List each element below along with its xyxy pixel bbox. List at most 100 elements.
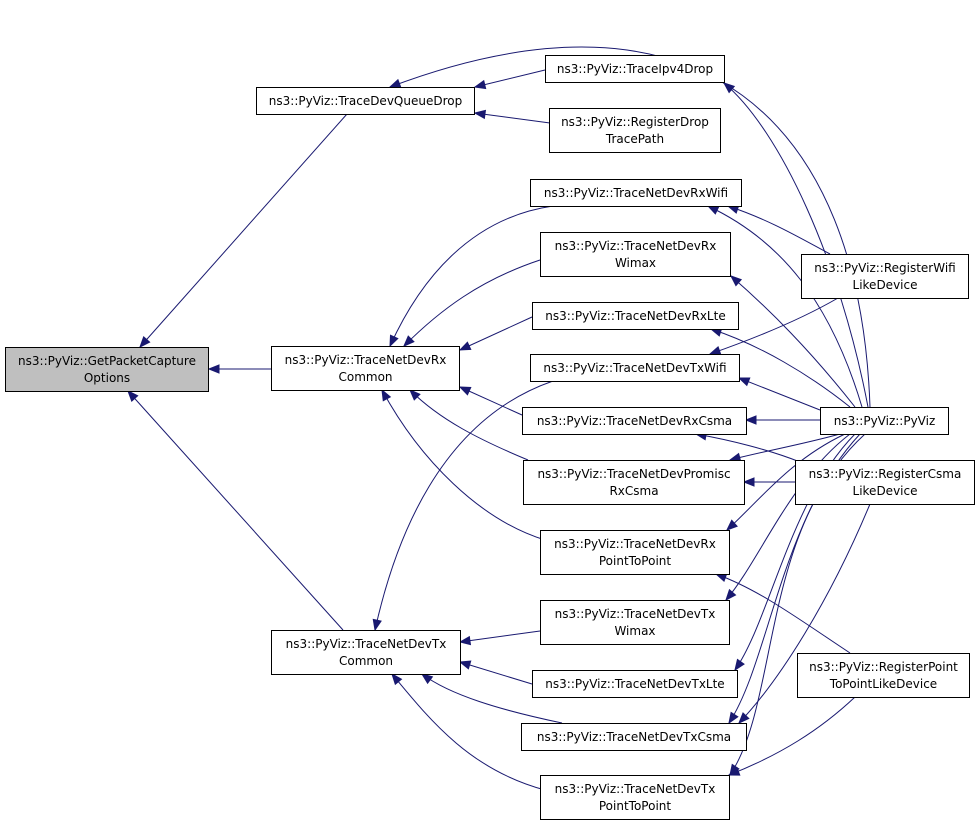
edge-trace_net_dev_tx_csma-to-trace_net_dev_tx_common (420, 673, 563, 724)
arrowhead (458, 635, 472, 646)
node-box (540, 530, 730, 575)
edge-pyviz-to-trace_net_dev_promisc_rx_csma (728, 433, 841, 462)
node-label-line: ToPointLikeDevice (829, 677, 937, 691)
arrowhead (473, 109, 487, 120)
arrowhead (207, 364, 220, 374)
edge-line (710, 328, 851, 408)
node-trace-net-dev-tx-csma[interactable]: ns3::PyViz::TraceNetDevTxCsma (521, 723, 747, 751)
node-trace-net-dev-tx-lte[interactable]: ns3::PyViz::TraceNetDevTxLte (532, 670, 738, 698)
node-pyviz[interactable]: ns3::PyViz::PyViz (820, 407, 949, 435)
edge-pyviz-to-trace_net_dev_rx_point_to_point (726, 433, 846, 531)
edge-trace_net_dev_rx_lte-to-trace_net_dev_rx_common (458, 316, 533, 351)
node-label-line: Wimax (614, 624, 655, 638)
edge-line (709, 297, 839, 355)
arrowhead (744, 415, 757, 425)
edge-line (421, 673, 563, 724)
node-label-line: ns3::PyViz::TraceNetDevPromisc (537, 467, 730, 481)
edge-line (726, 433, 846, 531)
edge-trace_net_dev_promisc_rx_csma-to-trace_net_dev_rx_common (409, 389, 529, 461)
node-label-line: ns3::PyViz::TraceNetDevRx (285, 353, 447, 367)
arrowhead (727, 766, 741, 776)
node-box (820, 407, 949, 435)
node-trace-net-dev-rx-csma[interactable]: ns3::PyViz::TraceNetDevRxCsma (522, 407, 747, 435)
node-box (256, 87, 475, 115)
arrowhead (403, 335, 415, 347)
edge-line (728, 696, 856, 776)
edge-trace_net_dev_tx_common-to-get_packet_capture_options (127, 389, 344, 631)
node-box (549, 108, 721, 153)
node-box (540, 232, 731, 277)
node-trace-ipv4-drop[interactable]: ns3::PyViz::TraceIpv4Drop (545, 55, 725, 83)
arrowhead (388, 78, 402, 88)
arrowhead (708, 346, 722, 356)
edge-trace_dev_queue_drop-to-get_packet_capture_options (139, 113, 348, 349)
node-register-point-to-point-like-device[interactable]: ns3::PyViz::RegisterPointToPointLikeDevi… (797, 653, 970, 698)
edge-trace_net_dev_tx_lte-to-trace_net_dev_tx_common (458, 660, 533, 685)
arrowhead (722, 82, 736, 94)
edge-trace_net_dev_rx_point_to_point-to-trace_net_dev_rx_common (381, 388, 546, 541)
edge-trace_net_dev_rx_wifi-to-trace_net_dev_rx_common (389, 205, 554, 348)
edge-line (474, 112, 551, 124)
node-label-line: ns3::PyViz::TraceNetDevTxLte (545, 677, 724, 691)
node-box (532, 670, 738, 698)
arrowhead (127, 389, 139, 402)
arrowhead (372, 618, 382, 632)
node-trace-net-dev-tx-wifi[interactable]: ns3::PyViz::TraceNetDevTxWifi (530, 354, 740, 382)
node-box (271, 630, 461, 675)
edge-line (738, 377, 821, 411)
node-box (530, 354, 740, 382)
node-trace-net-dev-rx-lte[interactable]: ns3::PyViz::TraceNetDevRxLte (532, 302, 739, 330)
edge-line (723, 82, 869, 408)
edge-register_wifi_like_device-to-trace_net_dev_rx_wifi (726, 204, 831, 255)
edge-line (459, 316, 533, 351)
edge-line (389, 205, 554, 347)
arrowhead (728, 711, 739, 725)
edge-line (727, 205, 831, 255)
edge-register_csma_like_device-to-trace_net_dev_tx_csma (738, 503, 871, 724)
node-label-line: PointToPoint (599, 554, 672, 568)
node-label-line: ns3::PyViz::TraceNetDevRxWifi (544, 186, 728, 200)
node-label-line: RxCsma (609, 484, 658, 498)
edge-trace_net_dev_tx_wimax-to-trace_net_dev_tx_common (458, 630, 541, 646)
edge-line (391, 673, 546, 791)
arrowhead (389, 334, 399, 348)
arrowhead (409, 389, 421, 401)
edge-line (695, 433, 801, 463)
edge-line (459, 386, 523, 416)
arrowhead (725, 588, 737, 602)
node-label-line: ns3::PyViz::RegisterPoint (809, 660, 958, 674)
edge-line (738, 503, 871, 724)
node-label-line: ns3::PyViz::TraceNetDevRx (554, 537, 716, 551)
arrowhead (458, 341, 472, 351)
node-box (795, 460, 975, 505)
node-label-line: Common (338, 370, 392, 384)
node-trace-dev-queue-drop[interactable]: ns3::PyViz::TraceDevQueueDrop (256, 87, 475, 115)
arrowhead (737, 377, 751, 387)
arrowhead (391, 672, 403, 686)
node-box (522, 407, 747, 435)
node-label-line: ns3::PyViz::RegisterWifi (814, 261, 955, 275)
arrowhead (381, 388, 392, 402)
node-trace-net-dev-rx-wifi[interactable]: ns3::PyViz::TraceNetDevRxWifi (530, 179, 742, 207)
node-label-line: ns3::PyViz::TraceNetDevTx (555, 782, 716, 796)
node-box (521, 723, 747, 751)
node-label-line: ns3::PyViz::TraceNetDevRx (555, 239, 717, 253)
arrowhead (734, 658, 745, 672)
edge-line (409, 389, 529, 461)
edge-trace_net_dev_rx_wimax-to-trace_net_dev_rx_common (403, 259, 541, 347)
arrowhead (729, 275, 743, 287)
edge-line (707, 205, 863, 408)
arrowhead (139, 336, 151, 349)
